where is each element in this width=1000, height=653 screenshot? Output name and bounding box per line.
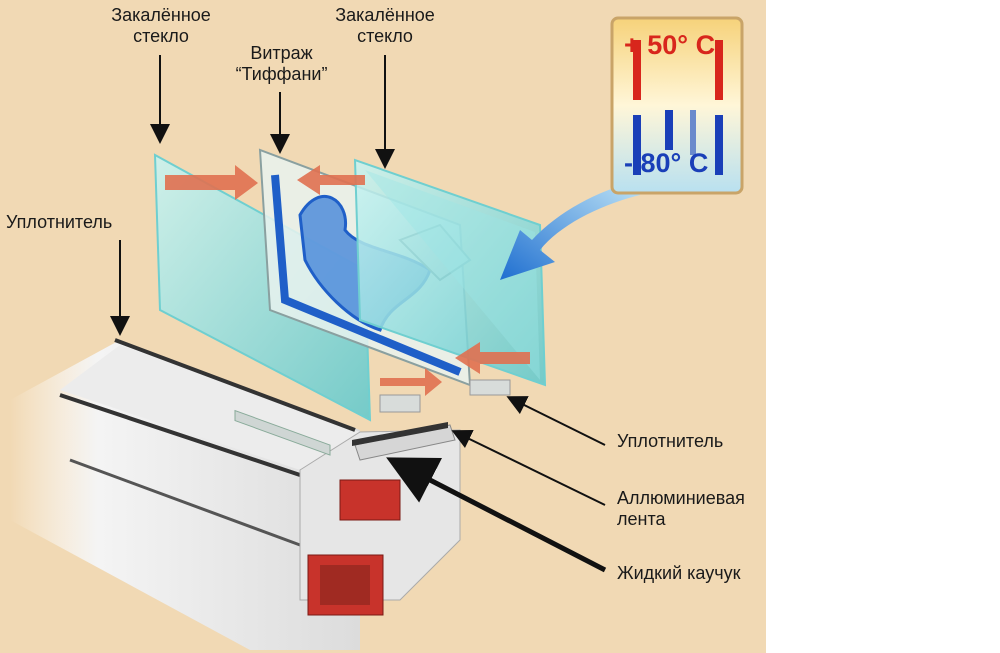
- badge-cold-temperature: - 80° C: [624, 148, 709, 178]
- leader-line-rubber: [386, 457, 607, 573]
- label-liquid-rubber: Жидкий каучук: [617, 563, 741, 583]
- pressure-arrows: [165, 165, 530, 396]
- label-tempered-glass-right: Закалённое стекло: [335, 5, 435, 46]
- temperature-badge: [610, 16, 744, 195]
- spacer-bar-1: [379, 394, 421, 413]
- label-aluminum-tape: Аллюминиевая лента: [617, 488, 745, 529]
- label-tempered-glass-left: Закалённое стекло: [111, 5, 211, 46]
- pvc-profile: [10, 338, 461, 650]
- label-seal-right: Уплотнитель: [617, 431, 724, 451]
- cold-flow-arrow: [500, 180, 640, 280]
- label-stained-glass: Витраж “Тиффани”: [235, 43, 328, 84]
- glass-pane-right-edge: [365, 170, 540, 380]
- glass-pane-right: [353, 158, 547, 387]
- leader-lines: [110, 55, 606, 506]
- spacer-bar-2: [469, 379, 511, 396]
- label-seal-left: Уплотнитель: [6, 212, 113, 232]
- badge-hot-temperature: + 50° C: [624, 30, 716, 60]
- spacer-bar-left: [234, 409, 331, 456]
